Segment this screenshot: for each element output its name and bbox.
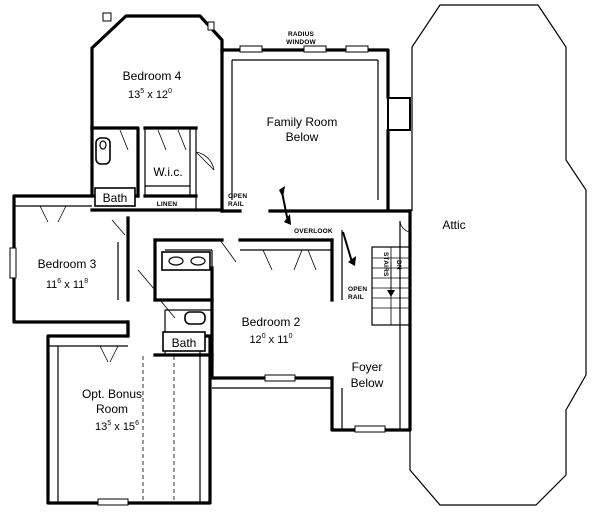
svg-text:RADIUS: RADIUS xyxy=(288,31,315,38)
stairs-note: STAIRS DN xyxy=(382,252,402,277)
svg-text:135 x 156: 135 x 156 xyxy=(95,420,139,433)
family-room-label: Family Room Below xyxy=(267,115,338,144)
svg-text:Opt. Bonus: Opt. Bonus xyxy=(82,387,142,401)
dashed-lines xyxy=(142,356,175,503)
linen-label: LINEN xyxy=(157,201,178,208)
svg-text:Foyer: Foyer xyxy=(352,360,383,374)
bonus-room-label: Opt. Bonus Room 135 x 156 xyxy=(82,387,142,433)
open-rail-note-1: OPEN RAIL xyxy=(228,193,247,208)
bedroom2-label: Bedroom 2 120 x 110 xyxy=(242,315,301,346)
svg-text:W.i.c.: W.i.c. xyxy=(153,165,182,179)
svg-text:Room: Room xyxy=(96,402,128,416)
attic-label: Attic xyxy=(442,218,465,232)
bath-upper-label-box: Bath xyxy=(94,187,136,207)
stairs-arrow xyxy=(387,262,395,297)
svg-text:WINDOW: WINDOW xyxy=(286,39,316,46)
fixtures xyxy=(95,137,211,325)
svg-text:Attic: Attic xyxy=(442,218,465,232)
interior-walls xyxy=(14,50,411,503)
svg-text:Family Room: Family Room xyxy=(267,115,338,129)
overlook-label: OVERLOOK xyxy=(294,228,333,235)
windows xyxy=(9,12,386,506)
svg-text:STAIRS: STAIRS xyxy=(382,252,389,277)
overlook-arrows xyxy=(279,186,356,266)
svg-text:RAIL: RAIL xyxy=(348,294,364,301)
svg-text:120 x 110: 120 x 110 xyxy=(249,333,292,346)
svg-text:135 x 120: 135 x 120 xyxy=(128,88,172,101)
bedroom3-label: Bedroom 3 116 x 118 xyxy=(38,257,97,291)
foyer-label: Foyer Below xyxy=(351,360,384,390)
svg-text:OPEN: OPEN xyxy=(228,193,247,200)
attic-outline xyxy=(409,4,587,506)
svg-text:Bedroom 2: Bedroom 2 xyxy=(242,315,301,329)
svg-text:Bedroom 3: Bedroom 3 xyxy=(38,257,97,271)
radius-window-note: RADIUS WINDOW xyxy=(286,31,316,46)
svg-text:Bedroom 4: Bedroom 4 xyxy=(123,69,182,83)
svg-text:RAIL: RAIL xyxy=(228,201,244,208)
svg-text:DN: DN xyxy=(395,260,402,270)
svg-text:Below: Below xyxy=(351,376,384,390)
svg-text:OPEN: OPEN xyxy=(348,286,367,293)
bath-lower-label: Bath xyxy=(172,336,197,350)
bath-lower-label-box: Bath xyxy=(162,331,206,352)
svg-text:116 x 118: 116 x 118 xyxy=(46,278,88,291)
wic-label: W.i.c. xyxy=(153,165,182,179)
open-rail-note-2: OPEN RAIL xyxy=(348,286,367,301)
bedroom4-label: Bedroom 4 135 x 120 xyxy=(123,69,182,101)
bath-upper-label: Bath xyxy=(103,191,128,205)
svg-text:Below: Below xyxy=(286,130,319,144)
doors xyxy=(39,129,411,363)
